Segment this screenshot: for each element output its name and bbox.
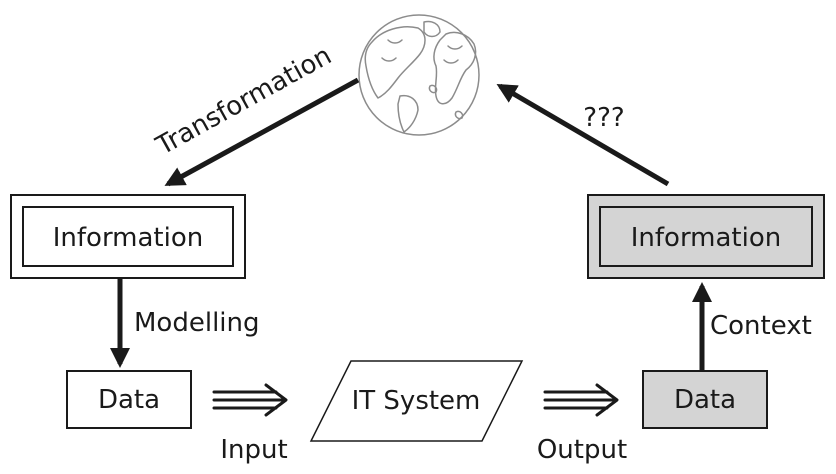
data-box-left: Data [66,370,192,429]
unknown-label: ??? [583,103,624,133]
data-left-label: Data [98,385,160,415]
unknown-arrow [496,83,670,187]
data-right-label: Data [674,385,736,415]
information-right-label: Information [631,223,782,253]
input-label: Input [220,435,287,465]
modelling-label: Modelling [134,308,260,338]
data-box-right: Data [642,370,768,429]
input-arrow [212,383,288,417]
globe-icon [358,14,480,136]
output-label: Output [537,435,627,465]
information-box-left: Information [10,194,246,279]
information-left-label: Information [53,223,204,253]
it-system-label: IT System [352,386,481,416]
information-box-right: Information [587,194,825,279]
it-system-node: IT System [309,360,524,442]
context-label: Context [710,311,812,341]
transformation-arrow [164,77,360,187]
output-arrow [543,383,619,417]
